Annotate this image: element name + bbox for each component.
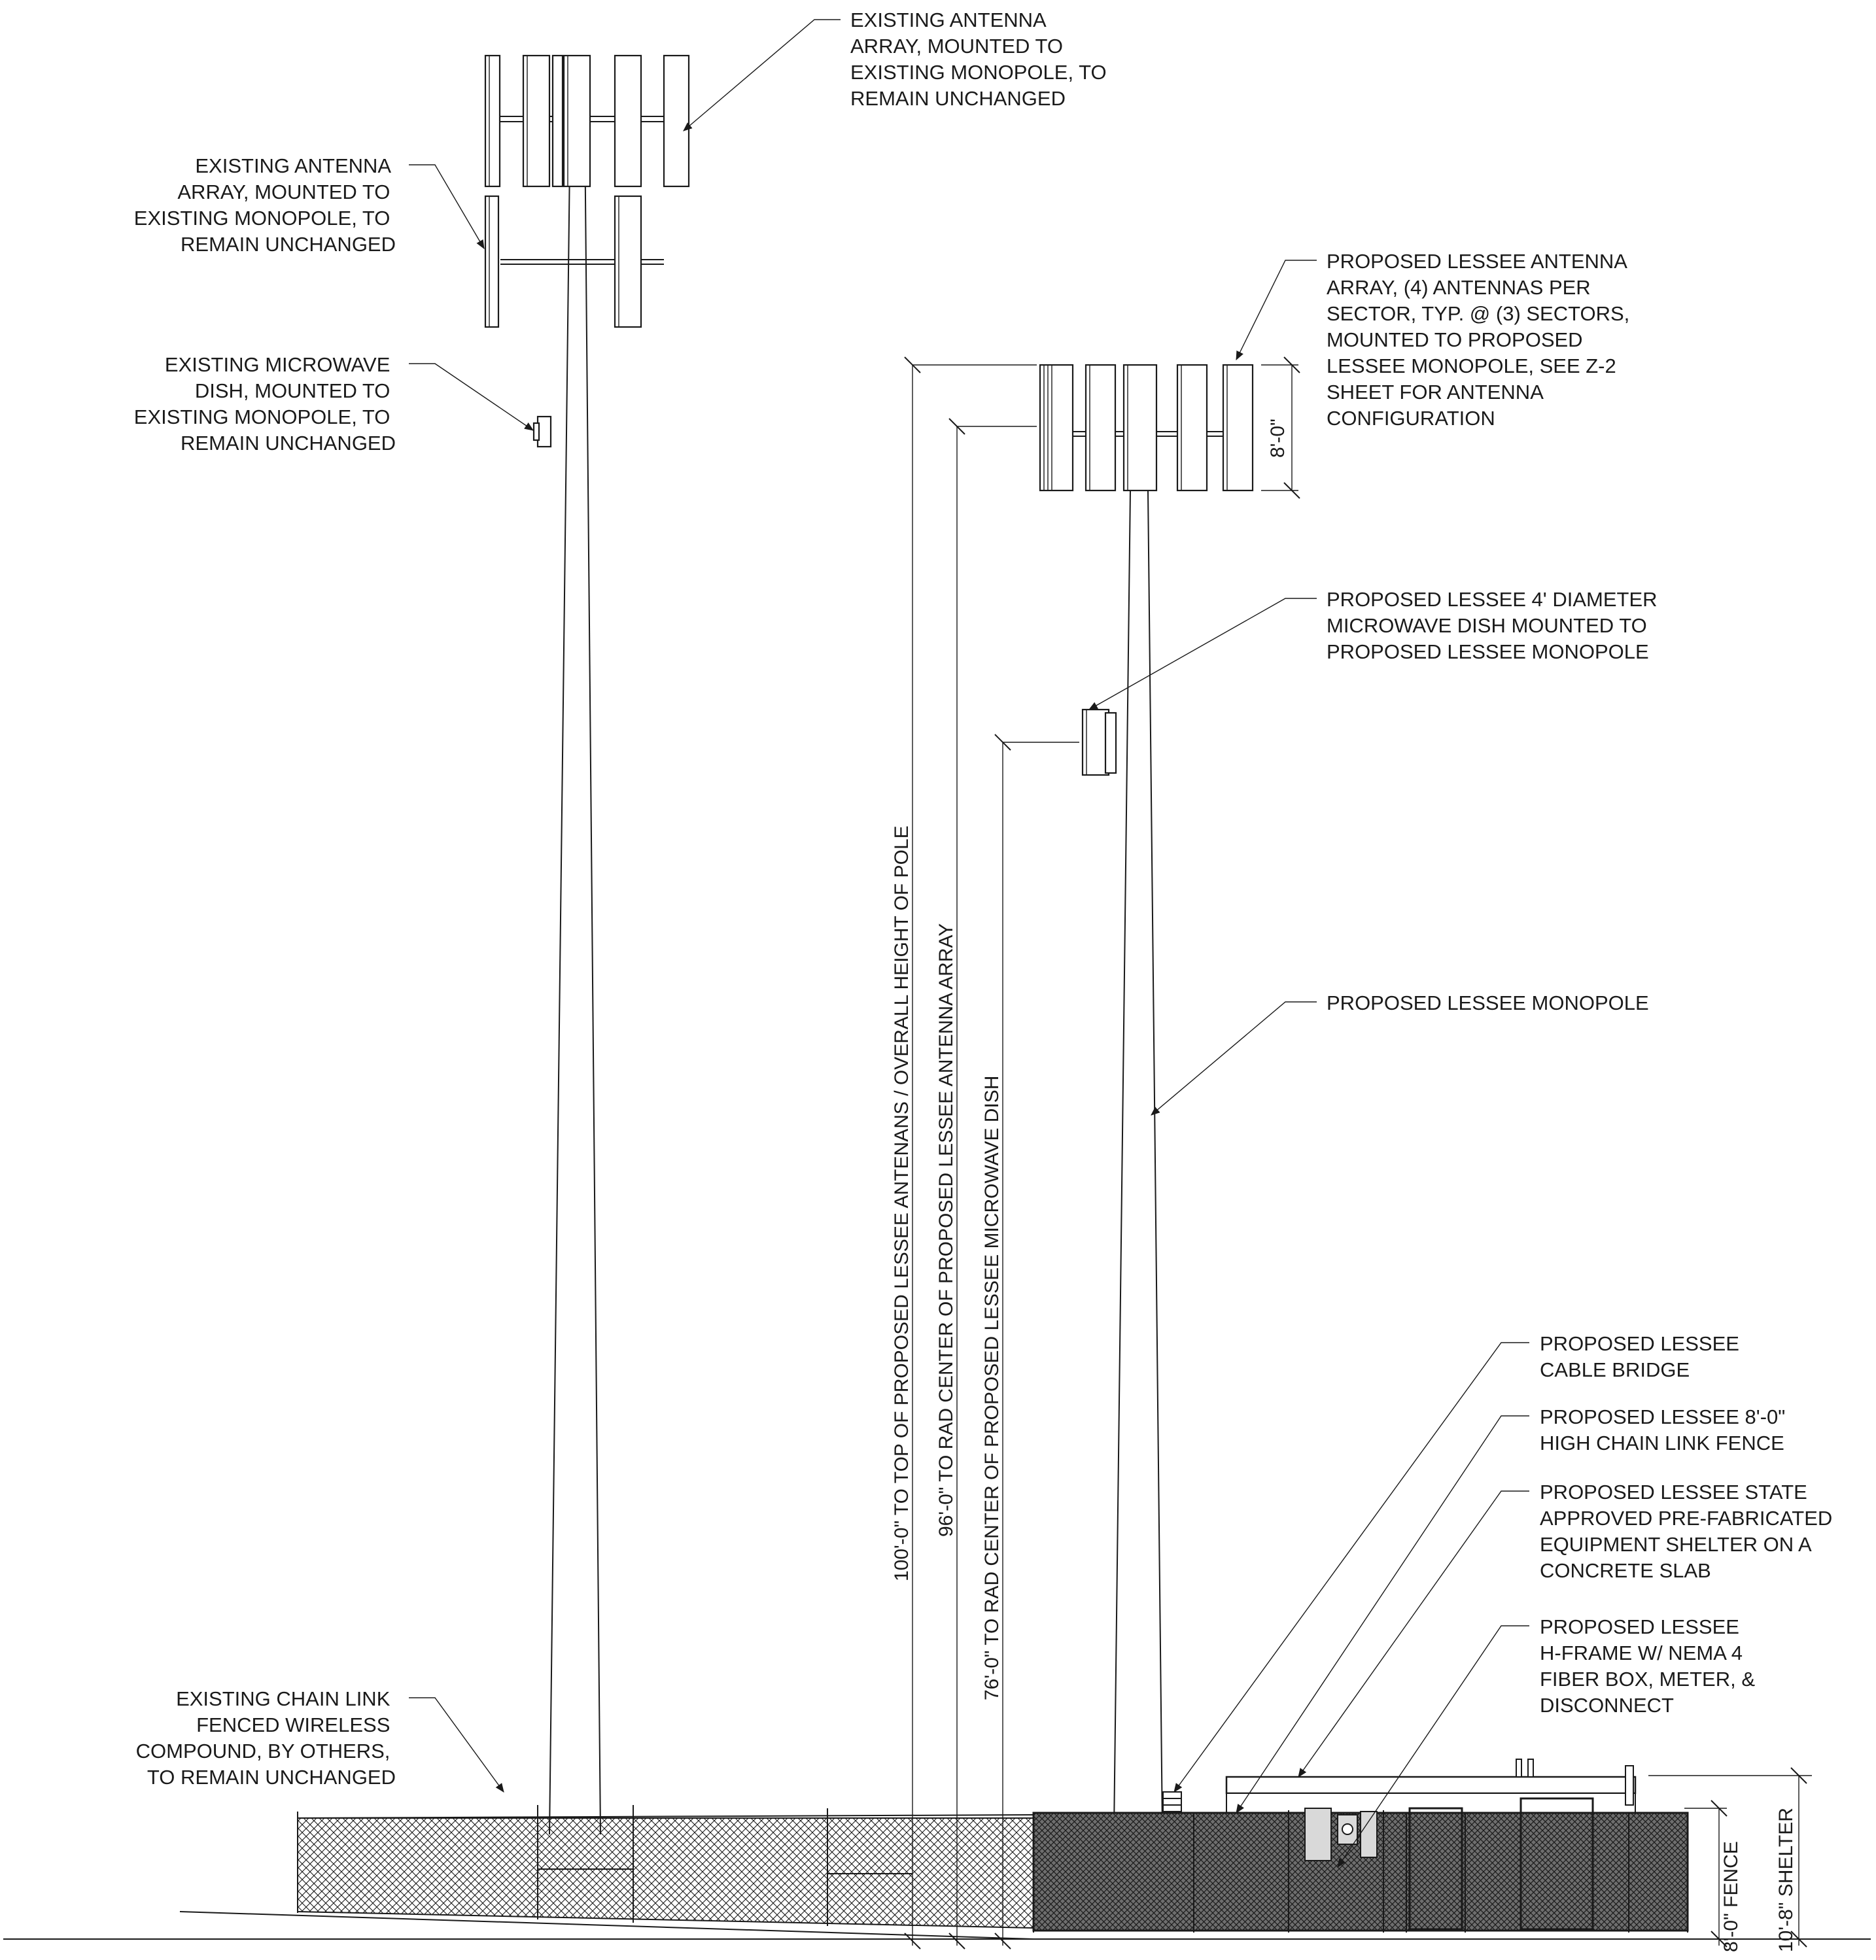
shelter-doors	[1408, 1797, 1594, 1931]
dimension-lines	[904, 356, 1812, 1950]
note-existing-microwave: EXISTING MICROWAVE DISH, MOUNTED TO EXIS…	[134, 353, 396, 455]
proposed-monopole	[1113, 490, 1163, 1832]
existing-antenna-array-lower	[484, 195, 664, 328]
existing-microwave-dish-icon	[532, 415, 552, 448]
dim-antenna-height: 8'-0"	[1267, 419, 1289, 458]
proposed-microwave-dish-icon	[1081, 708, 1117, 776]
note-existing-antenna-left: EXISTING ANTENNA ARRAY, MOUNTED TO EXIST…	[134, 154, 396, 256]
dim-fence-height: 8'-0" FENCE	[1720, 1841, 1742, 1952]
existing-chain-link-fence	[297, 1805, 1034, 1929]
leader-lines	[409, 19, 1529, 1868]
existing-antenna-array-top	[484, 54, 690, 188]
ground-line	[3, 1911, 1871, 1940]
note-proposed-antenna: PROPOSED LESSEE ANTENNA ARRAY, (4) ANTEN…	[1327, 250, 1635, 430]
dim-rad-center-array: 96'-0" TO RAD CENTER OF PROPOSED LESSEE …	[935, 923, 957, 1537]
dim-top-of-antennas: 100'-0" TO TOP OF PROPOSED LESSEE ANTENA…	[891, 825, 912, 1581]
note-equipment-shelter: PROPOSED LESSEE STATE APPROVED PRE-FABRI…	[1540, 1481, 1838, 1582]
dim-shelter-height: 10'-8" SHELTER	[1775, 1808, 1797, 1952]
note-existing-compound: EXISTING CHAIN LINK FENCED WIRELESS COMP…	[136, 1687, 396, 1789]
proposed-chain-link-fence	[1032, 1812, 1689, 1933]
note-h-frame: PROPOSED LESSEE H-FRAME W/ NEMA 4 FIBER …	[1540, 1615, 1761, 1717]
proposed-antenna-array	[1039, 364, 1254, 492]
dim-rad-center-dish: 76'-0" TO RAD CENTER OF PROPOSED LESSEE …	[981, 1076, 1003, 1700]
note-existing-antenna-top: EXISTING ANTENNA ARRAY, MOUNTED TO EXIST…	[850, 9, 1112, 110]
note-cable-bridge: PROPOSED LESSEE CABLE BRIDGE	[1540, 1332, 1745, 1381]
note-chain-link-fence: PROPOSED LESSEE 8'-0" HIGH CHAIN LINK FE…	[1540, 1405, 1791, 1454]
proposed-cable-bridge	[1162, 1791, 1182, 1812]
note-proposed-monopole: PROPOSED LESSEE MONOPOLE	[1327, 991, 1649, 1014]
proposed-h-frame	[1288, 1808, 1384, 1933]
note-proposed-dish: PROPOSED LESSEE 4' DIAMETER MICROWAVE DI…	[1327, 588, 1663, 663]
existing-monopole	[549, 55, 601, 1835]
